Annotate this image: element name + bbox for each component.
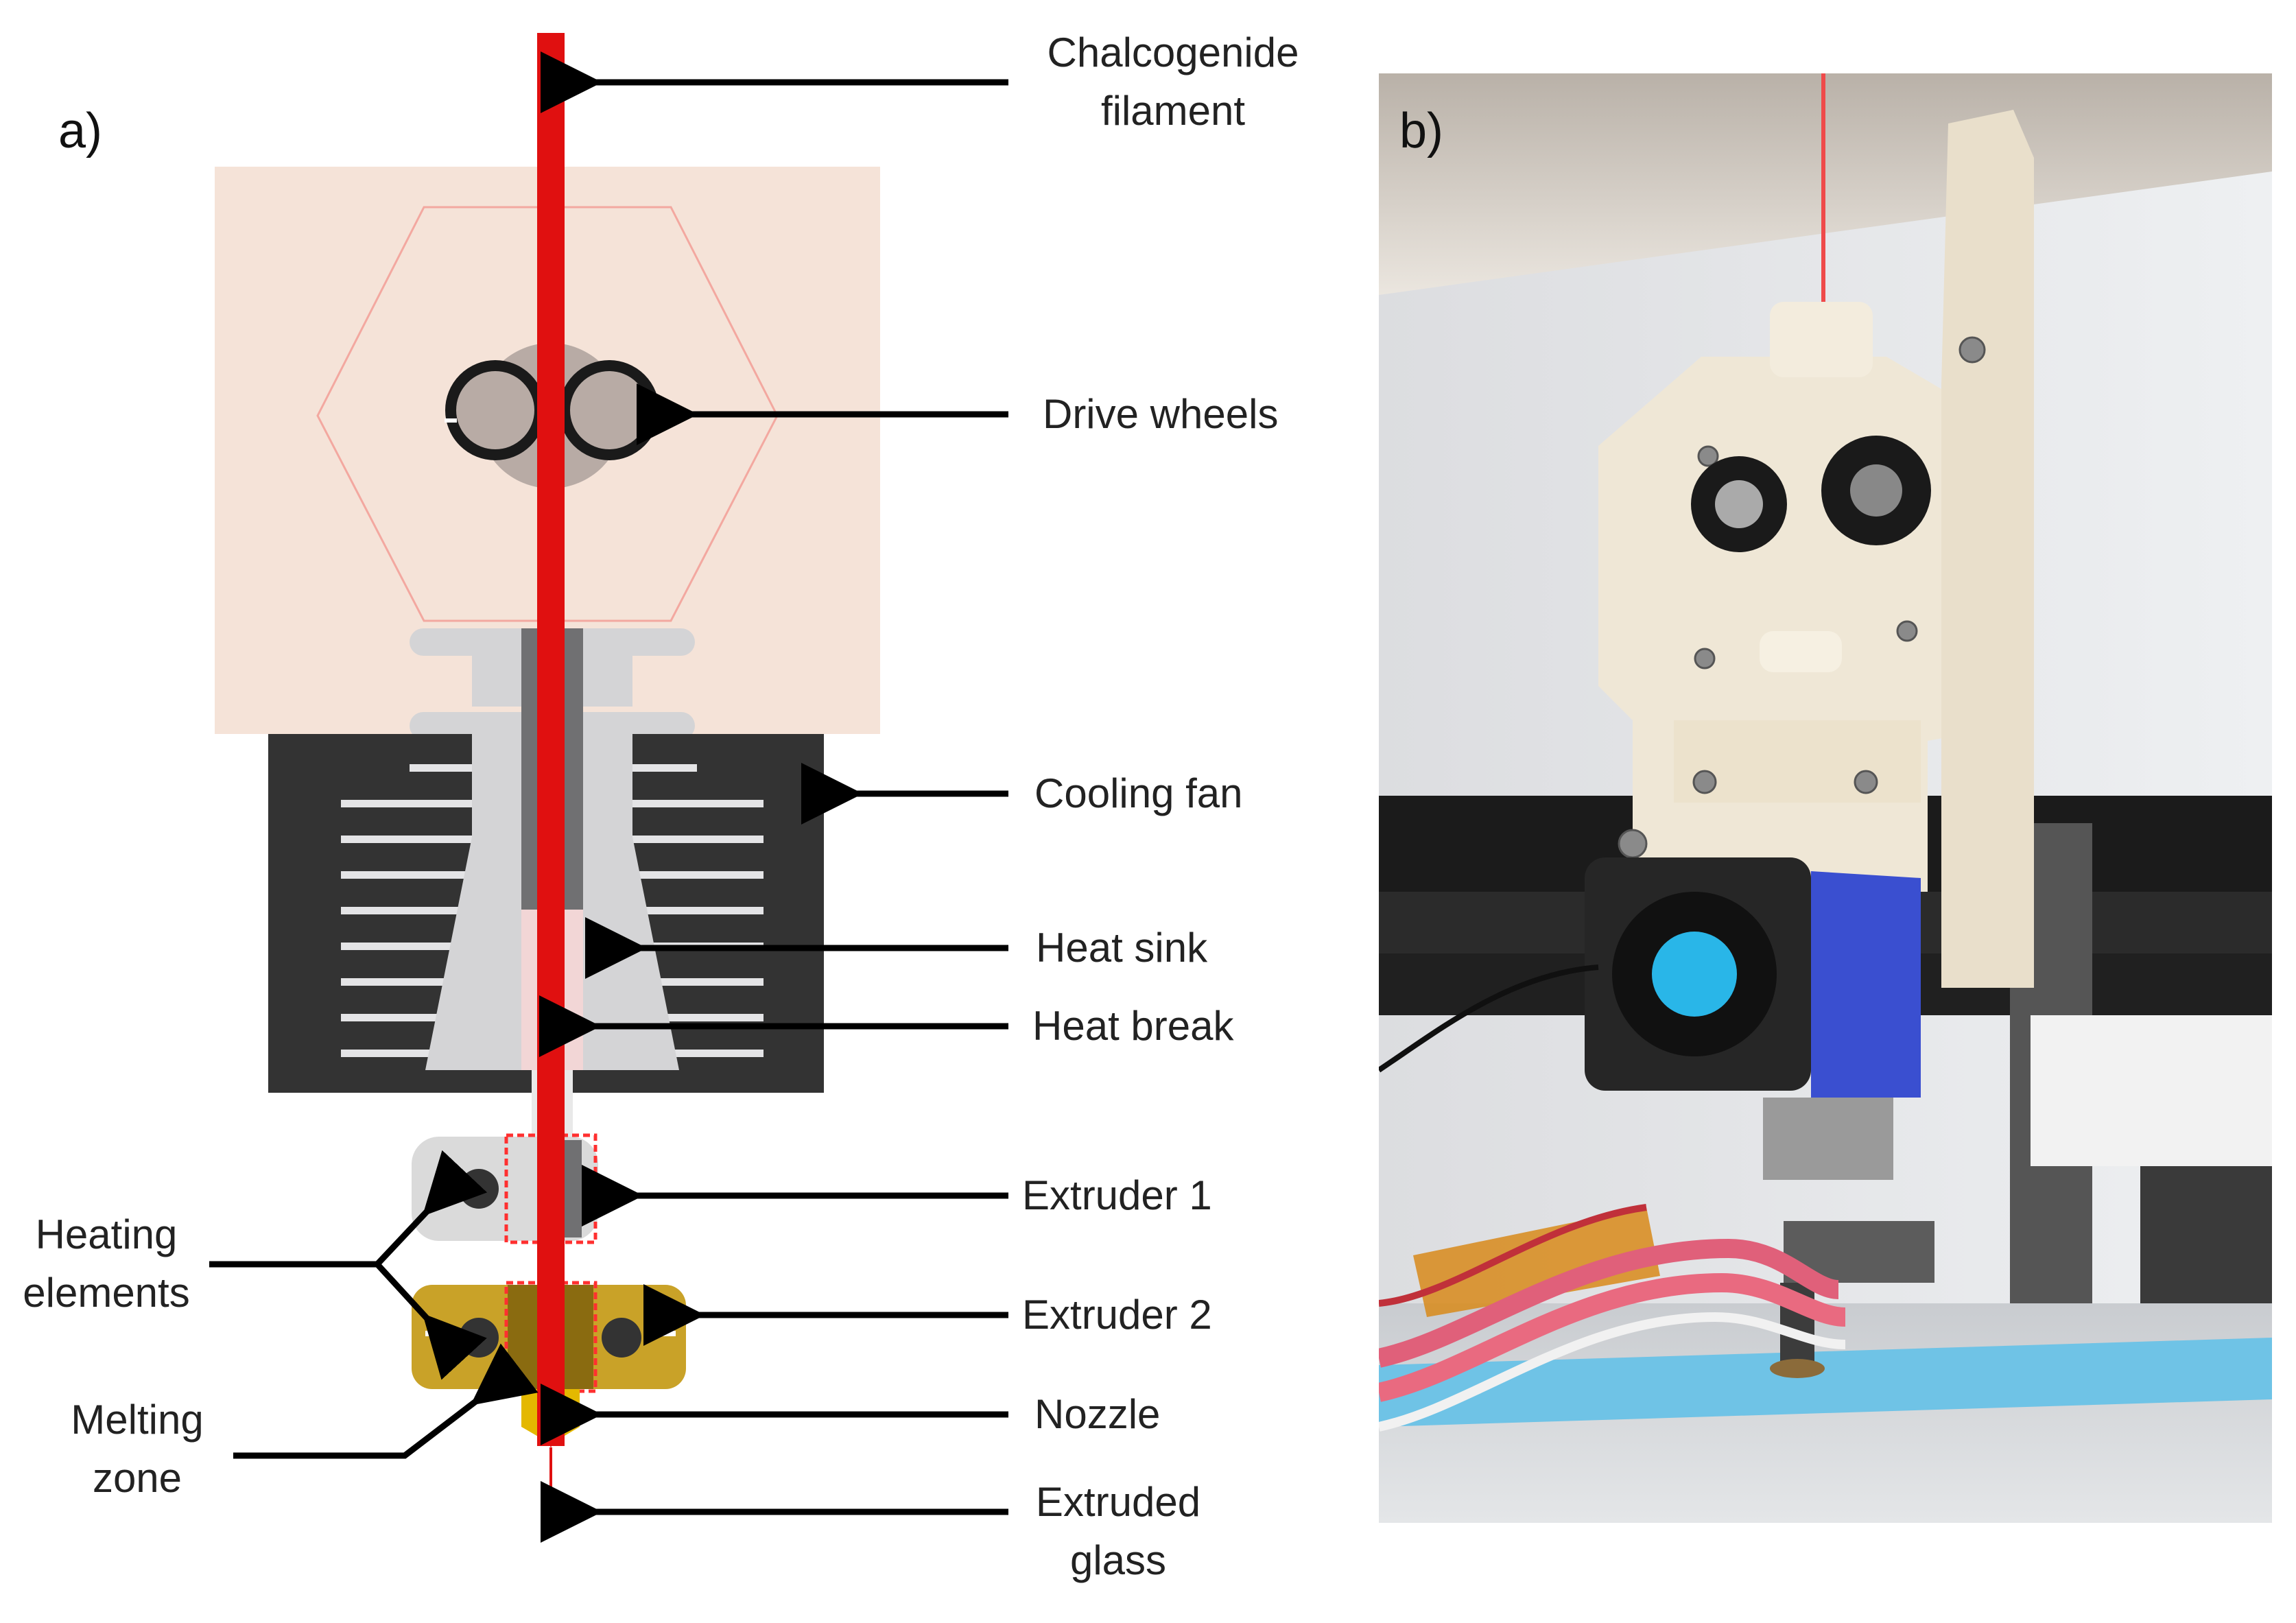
label-heat-break: Heat break (1032, 1003, 1234, 1049)
label-heating-elements-line1: Heating (36, 1211, 178, 1257)
label-heat-sink: Heat sink (1036, 925, 1208, 971)
label-melting-zone-line2: zone (93, 1455, 182, 1501)
label-extruded-glass-line1: Extruded (1036, 1479, 1200, 1525)
label-extruded-glass-line2: glass (1070, 1537, 1166, 1583)
motor-hexagon-outline (316, 206, 779, 622)
label-drive-wheels: Drive wheels (1043, 391, 1278, 437)
panel-label-b: b) (1399, 104, 1443, 158)
label-filament-line1: Chalcogenide (1048, 29, 1299, 75)
chalcogenide-filament (537, 33, 565, 1446)
label-heating-elements-line2: elements (23, 1270, 189, 1316)
label-filament-line2: filament (1101, 88, 1245, 134)
heat-sink-fins (341, 764, 764, 1057)
label-nozzle: Nozzle (1034, 1391, 1160, 1437)
extruder-1 (412, 1133, 598, 1244)
label-arrows (209, 51, 1008, 1543)
label-cooling-fan: Cooling fan (1034, 770, 1243, 816)
label-extruder-2: Extruder 2 (1022, 1292, 1212, 1338)
schematic-panel: a) (23, 29, 1299, 1583)
label-extruder-1: Extruder 1 (1022, 1172, 1212, 1218)
label-melting-zone-line1: Melting (71, 1397, 203, 1443)
drive-wheels (445, 360, 660, 460)
schematic-labels: Chalcogenide filament Drive wheels Cooli… (23, 29, 1299, 1583)
panel-label-a: a) (58, 104, 102, 158)
extruder-photo: b) (1379, 73, 2272, 1523)
